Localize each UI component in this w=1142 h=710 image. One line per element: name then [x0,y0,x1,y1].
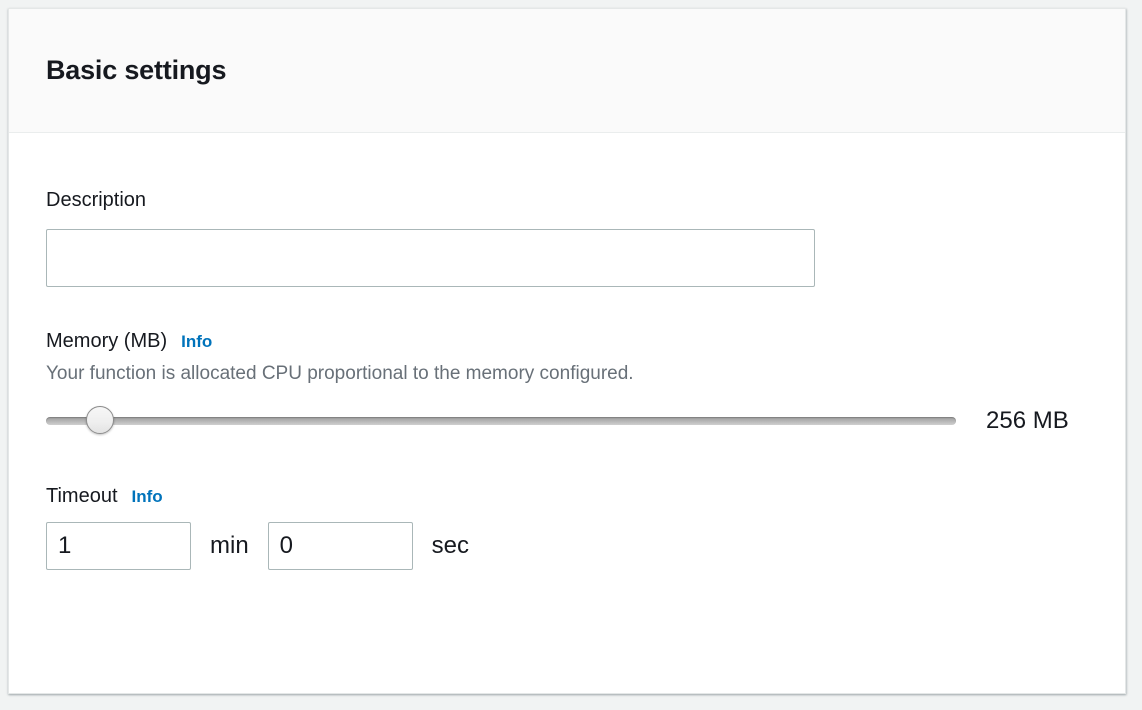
memory-info-link[interactable]: Info [181,332,213,351]
panel-body: Description Memory (MB) Info Your functi… [9,133,1125,570]
page-title: Basic settings [46,55,227,85]
timeout-field-group: Timeout Info min sec [46,484,1088,570]
timeout-label-row: Timeout Info [46,484,1088,508]
description-field-group: Description [46,188,1088,287]
memory-helper-text: Your function is allocated CPU proportio… [46,363,634,384]
timeout-seconds-input[interactable] [267,521,413,570]
timeout-minutes-input[interactable] [46,521,191,570]
panel-header: Basic settings [9,9,1125,133]
description-input[interactable] [46,229,815,287]
memory-label: Memory (MB) [46,330,168,352]
timeout-minutes-unit-label: min [210,531,249,559]
memory-slider-row: 256 MB [46,405,1088,436]
timeout-seconds-unit-label: sec [431,531,470,559]
memory-field-group: Memory (MB) Info Your function is alloca… [46,329,1088,436]
basic-settings-panel: Basic settings Description Memory (MB) I… [8,8,1126,694]
timeout-inputs-row: min sec [46,521,1088,570]
description-label: Description [46,189,147,211]
memory-slider[interactable] [46,405,956,436]
slider-track[interactable] [46,416,956,425]
slider-thumb[interactable] [85,405,114,434]
timeout-info-link[interactable]: Info [131,486,163,506]
timeout-label: Timeout [46,484,118,507]
memory-label-row: Memory (MB) Info [46,329,1088,353]
memory-value-label: 256 MB [986,406,1069,434]
